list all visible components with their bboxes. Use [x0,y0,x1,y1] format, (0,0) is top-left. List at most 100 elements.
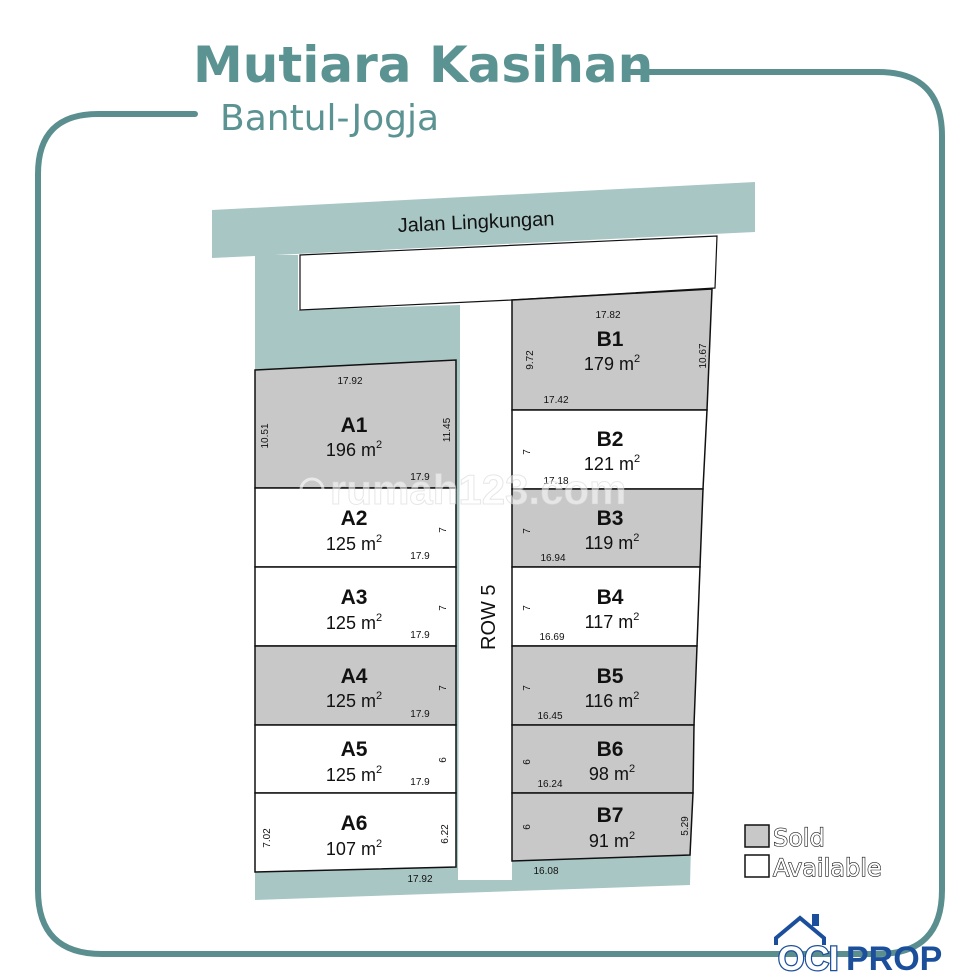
page-title: Mutiara Kasihan [193,36,653,94]
plot-a6-area: 107 m2 [326,838,382,859]
plot-b6-area-value: 98 m [589,764,629,784]
plot-a6-shape[interactable] [254,792,457,873]
plot-b2-area-exponent: 2 [634,453,640,465]
plot-a3-dimension: 7 [438,605,449,611]
plot-b7-area-value: 91 m [589,831,629,851]
plot-b1-area-exponent: 2 [634,353,640,365]
plot-b1-dimension: 9.72 [525,350,536,370]
plot-b6-id: B6 [597,738,624,761]
plot-a1-id: A1 [341,414,368,437]
house-chimney-icon [812,914,819,926]
plot-a3-id: A3 [341,586,368,609]
plot-a2-area-exponent: 2 [376,533,382,545]
plot-b4-dimension: 16.69 [539,632,564,643]
brand-logo: OCI PROP [774,914,942,979]
plot-a6-dimension: 7.02 [262,828,273,848]
plot-a2-id: A2 [341,507,368,530]
plot-a6-dimension: 6.22 [440,824,451,844]
plot-b3-area-value: 119 m [585,533,634,553]
plot-a3-dimension: 17.9 [410,630,430,641]
plot-a1-dimension: 11.45 [442,417,453,442]
plot-b5-area-exponent: 2 [633,690,639,702]
plot-b7-dimension: 6 [522,824,533,830]
plot-a3-area-value: 125 m [326,613,376,633]
plot-a3[interactable]: A3 125 m2 7 17.9 [254,566,457,647]
watermark-icon [299,477,325,503]
plot-a4-dimension: 17.9 [410,709,430,720]
plot-b1-id: B1 [597,328,624,351]
watermark-text: rumah123.com [330,466,626,513]
plot-b5-id: B5 [597,665,624,688]
plot-a4-area-exponent: 2 [376,690,382,702]
plot-b7-id: B7 [597,804,624,827]
row-road-label: ROW 5 [478,584,500,650]
plot-a5-dimension: 17.9 [410,777,430,788]
plot-a5-area: 125 m2 [326,764,382,785]
frame-border [35,69,945,957]
plot-a3-area: 125 m2 [326,612,382,633]
plot-b5-area-value: 116 m [585,691,634,711]
plot-b7-area-exponent: 2 [629,830,635,842]
plot-b1-dimension: 17.42 [543,395,568,406]
plot-b4-area-exponent: 2 [633,611,639,623]
plot-a6-dimension: 17.92 [407,874,432,885]
plot-b1-dimension: 17.82 [595,310,620,321]
plot-a6-area-exponent: 2 [376,838,382,850]
plot-b7-area: 91 m2 [589,830,635,851]
plot-a1-dimension: 17.9 [410,472,430,483]
plot-b3-dimension: 16.94 [540,553,565,564]
plot-b7-dimension: 5.29 [680,816,691,836]
plot-a4-dimension: 7 [438,685,449,691]
plot-b2-id: B2 [597,428,624,451]
plot-b5-dimension: 16.45 [537,711,562,722]
plot-b6-area-exponent: 2 [629,763,635,775]
plot-b4-dimension: 7 [522,605,533,611]
plot-a5-area-value: 125 m [326,765,376,785]
plot-a1-dimension: 10.51 [260,423,271,448]
plot-b3-id: B3 [597,507,624,530]
plot-b4-id: B4 [597,586,624,609]
plot-b7[interactable]: B7 91 m2 6 5.29 16.08 [511,792,694,877]
plot-b7-dimension: 16.08 [533,866,558,877]
plot-a4-id: A4 [341,665,368,688]
plot-a2-dimension: 17.9 [410,551,430,562]
legend-label-sold: Sold [773,824,825,852]
plot-a2-dimension: 7 [438,527,449,533]
legend: Sold Available [744,823,882,883]
plot-b3-area-exponent: 2 [633,532,639,544]
plot-a4-area: 125 m2 [326,690,382,711]
plot-b2-area: 121 m2 [584,453,640,474]
plot-b3-area: 119 m2 [585,532,640,553]
plot-a5-area-exponent: 2 [376,764,382,776]
plot-b3-dimension: 7 [522,528,533,534]
plot-b1-area: 179 m2 [584,353,640,374]
plot-a2[interactable]: A2 125 m2 7 17.9 [254,487,457,568]
plot-a6-area-value: 107 m [326,839,376,859]
brand-suffix: PROP [846,940,942,978]
plot-a2-area-value: 125 m [326,534,376,554]
plot-b6-area: 98 m2 [589,763,635,784]
plot-a5-dimension: 6 [438,757,449,763]
plot-a2-area: 125 m2 [326,533,382,554]
main-road [212,182,755,258]
plot-b6-dimension: 16.24 [537,779,562,790]
plot-a1-area: 196 m2 [326,439,382,460]
legend-label-available: Available [773,854,882,882]
plot-b7-shape[interactable] [511,792,694,862]
plot-a4-area-value: 125 m [326,691,376,711]
legend-swatch-sold [744,824,770,848]
house-icon [774,915,826,945]
brand-prefix: OCI [778,940,838,978]
plot-a1-area-value: 196 m [326,440,376,460]
page-subtitle: Bantul-Jogja [220,98,439,139]
